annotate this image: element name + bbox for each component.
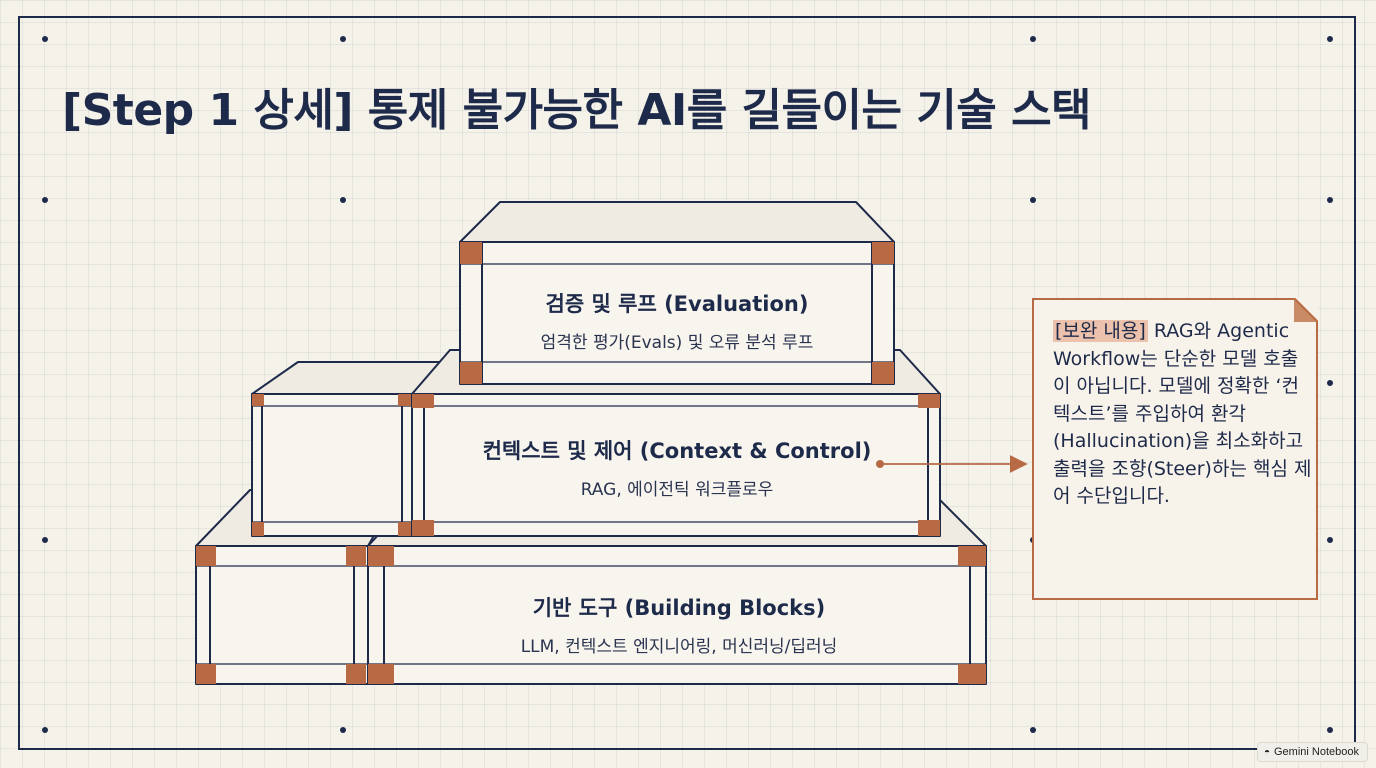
supplement-note-card bbox=[1032, 298, 1318, 600]
middle-layer-subtitle: RAG, 에이전틱 워크플로우 bbox=[580, 480, 774, 500]
grid-dot bbox=[340, 36, 346, 42]
middle-layer-label: 컨텍스트 및 제어 (Context & Control) RAG, 에이전틱 … bbox=[483, 435, 872, 500]
badge-label: Gemini Notebook bbox=[1274, 746, 1359, 758]
grid-dot bbox=[42, 537, 48, 543]
bottom-layer-label: 기반 도구 (Building Blocks) LLM, 컨텍스트 엔지니어링,… bbox=[521, 592, 838, 657]
bottom-layer-heading: 기반 도구 (Building Blocks) bbox=[532, 596, 826, 620]
grid-dot bbox=[1327, 380, 1333, 386]
bottom-layer-subtitle: LLM, 컨텍스트 엔지니어링, 머신러닝/딥러닝 bbox=[520, 637, 838, 657]
grid-dot bbox=[1030, 197, 1036, 203]
grid-dot bbox=[1327, 36, 1333, 42]
note-text: [보완 내용] RAG와 Agentic Workflow는 단순한 모델 호출… bbox=[1053, 318, 1313, 511]
folded-corner-icon bbox=[1294, 298, 1318, 322]
grid-dot bbox=[42, 197, 48, 203]
note-body: RAG와 Agentic Workflow는 단순한 모델 호출이 아닙니다. … bbox=[1053, 320, 1312, 507]
top-layer-box bbox=[459, 201, 895, 385]
page-frame bbox=[18, 16, 1356, 750]
gemini-notebook-icon: ◓ bbox=[1263, 746, 1270, 758]
grid-dot bbox=[1030, 727, 1036, 733]
grid-dot bbox=[340, 197, 346, 203]
top-layer-subtitle: 엄격한 평가(Evals) 및 오류 분석 루프 bbox=[540, 333, 814, 353]
grid-dot bbox=[340, 727, 346, 733]
middle-left-box bbox=[251, 361, 445, 537]
grid-dot bbox=[1327, 197, 1333, 203]
grid-dot bbox=[1030, 36, 1036, 42]
middle-layer-heading: 컨텍스트 및 제어 (Context & Control) bbox=[482, 439, 872, 463]
grid-dot bbox=[1327, 727, 1333, 733]
grid-dot bbox=[1327, 537, 1333, 543]
top-layer-label: 검증 및 루프 (Evaluation) 엄격한 평가(Evals) 및 오류 … bbox=[541, 288, 814, 353]
connector-arrow bbox=[876, 455, 1028, 473]
note-highlight: [보완 내용] bbox=[1053, 320, 1148, 342]
top-layer-heading: 검증 및 루프 (Evaluation) bbox=[545, 292, 809, 316]
gemini-notebook-badge[interactable]: ◓ Gemini Notebook bbox=[1256, 742, 1368, 762]
page-title: [Step 1 상세] 통제 불가능한 AI를 길들이는 기술 스택 bbox=[62, 85, 1092, 136]
grid-dot bbox=[42, 727, 48, 733]
grid-dot bbox=[42, 36, 48, 42]
